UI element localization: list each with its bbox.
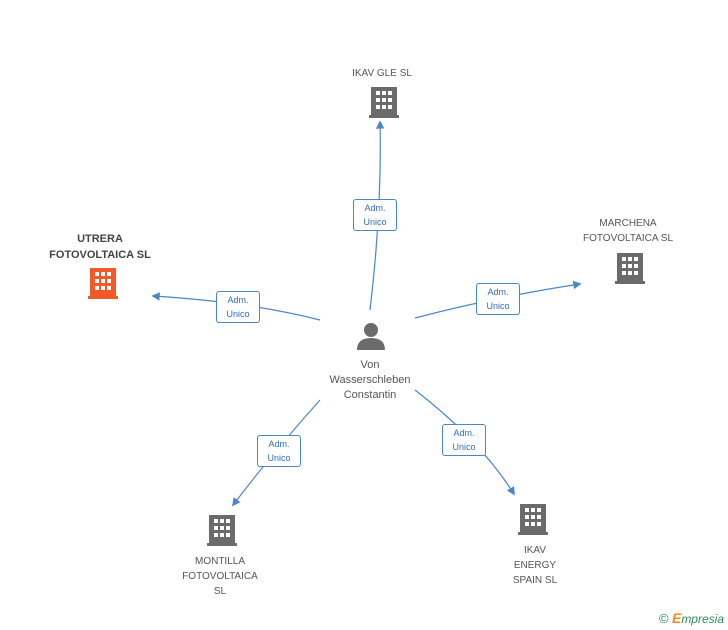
building-icon [369, 87, 399, 118]
company-label-montilla[interactable]: MONTILLA FOTOVOLTAICA SL [182, 556, 258, 597]
role-badge-utrera: Adm. Unico [216, 291, 260, 323]
brand-logo-initial: E [671, 610, 682, 626]
role-badge-montilla: Adm. Unico [257, 435, 301, 467]
role-badge-ikav-energy: Adm. Unico [442, 424, 486, 456]
company-label-marchena[interactable]: MARCHENA FOTOVOLTAICA SL [582, 218, 674, 244]
role-badge-ikav-gle: Adm. Unico [353, 199, 397, 231]
company-label-ikav-energy[interactable]: IKAV ENERGY SPAIN SL [512, 545, 558, 586]
copyright-symbol: © [659, 611, 669, 626]
brand-footer: © Empresia [659, 610, 724, 626]
person-icon [357, 323, 385, 350]
company-label-utrera[interactable]: UTRERA FOTOVOLTAICA SL [49, 233, 151, 261]
company-label-ikav-gle[interactable]: IKAV GLE SL [352, 68, 412, 79]
building-icon [615, 253, 645, 284]
building-icon [88, 268, 118, 299]
building-icon [207, 515, 237, 546]
brand-name: mpresia [681, 612, 724, 626]
role-badge-marchena: Adm. Unico [476, 283, 520, 315]
person-name-label[interactable]: Von Wasserschleben Constantin [329, 359, 411, 401]
building-icon [518, 504, 548, 535]
